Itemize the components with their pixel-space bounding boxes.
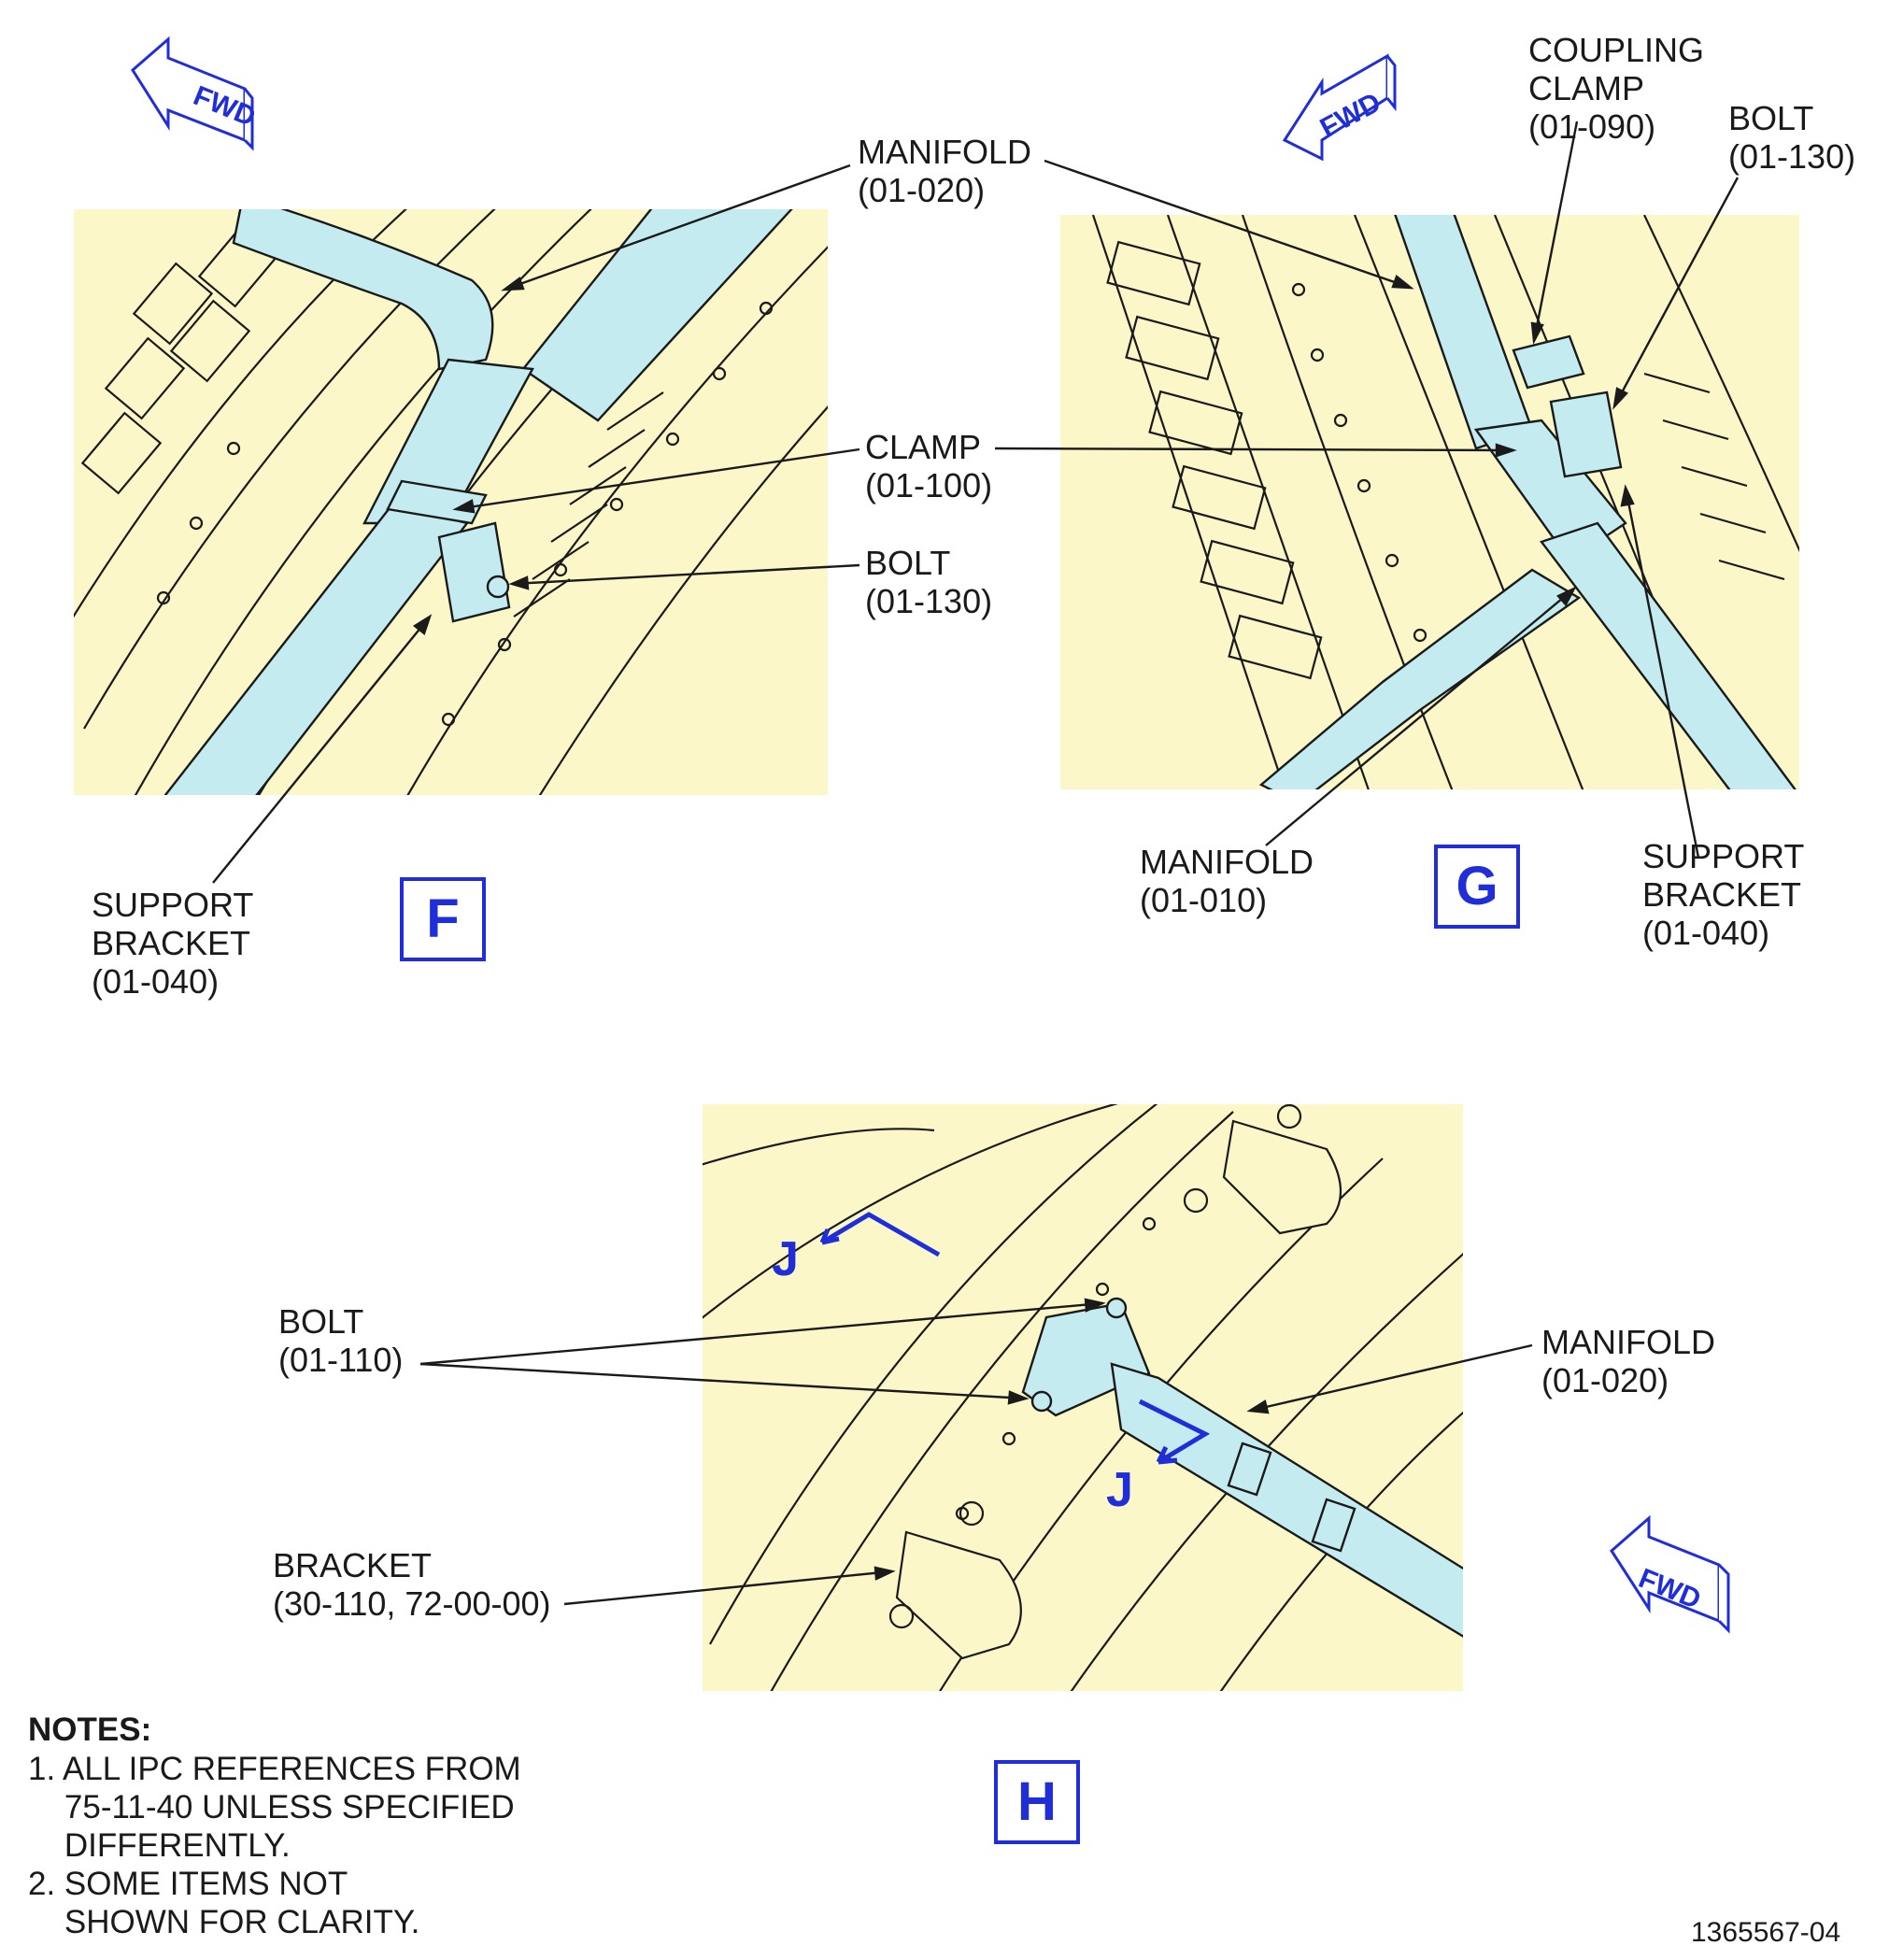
fwd-arrow-view-h [1610,1514,1730,1634]
view-g-manifold [1258,215,1797,789]
label-f-support-bracket: SUPPORT BRACKET (01-040) [92,886,254,1001]
view-f-illustration [74,209,828,795]
document-number: 1365567-04 [1691,1917,1841,1948]
note-2: 2. SOME ITEMS NOT SHOWN FOR CLARITY. [28,1866,420,1940]
note-1: 1. ALL IPC REFERENCES FROM 75-11-40 UNLE… [28,1751,521,1864]
view-h-id-box: H [994,1760,1080,1844]
view-f-manifold [163,209,793,795]
label-h-bolt: BOLT (01-110) [278,1302,404,1379]
fwd-arrow-view-g [1282,53,1397,162]
label-f-manifold: MANIFOLD (01-020) [858,133,1032,209]
label-g-support-bracket: SUPPORT BRACKET (01-040) [1642,837,1805,952]
fwd-arrow-view-f [131,36,254,151]
label-g-coupling-clamp: COUPLING CLAMP (01-090) [1528,31,1705,146]
label-f-bolt: BOLT (01-130) [865,544,993,620]
notes-heading: NOTES: [28,1711,152,1748]
label-g-manifold-low: MANIFOLD (01-010) [1140,843,1314,919]
view-f-id-box: F [400,877,486,961]
label-h-bracket: BRACKET (30-110, 72-00-00) [273,1546,551,1623]
section-marker-lower [1138,1399,1211,1465]
view-h-illustration [703,1104,1463,1691]
view-g-illustration [1060,215,1799,789]
section-marker-upper [819,1212,941,1257]
label-g-bolt: BOLT (01-130) [1728,99,1856,176]
section-j-lower-label: J [1106,1463,1133,1517]
leader-lines [212,121,1740,1606]
label-f-clamp: CLAMP (01-100) [865,428,993,504]
view-f-structure [74,209,828,795]
label-h-manifold: MANIFOLD (01-020) [1541,1323,1716,1399]
view-g-id-box: G [1434,845,1520,929]
section-j-upper-label: J [772,1232,799,1286]
